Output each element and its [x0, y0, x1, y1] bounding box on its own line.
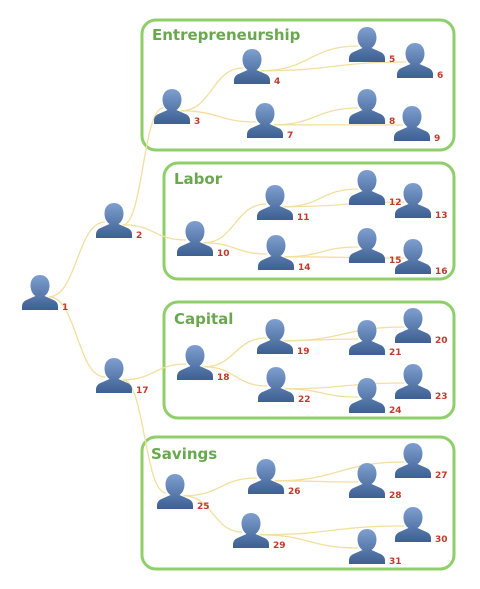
node-label: 6	[437, 71, 443, 81]
person-node-29: 29	[233, 513, 286, 551]
node-label: 18	[217, 373, 230, 383]
node-label: 11	[297, 213, 310, 223]
node-label: 27	[435, 471, 448, 481]
edge-26-27	[274, 461, 405, 482]
node-label: 21	[389, 348, 402, 358]
edge-22-23	[284, 382, 405, 390]
edge-17-18	[122, 363, 187, 381]
person-node-15: 15	[349, 228, 402, 266]
person-node-31: 31	[349, 529, 402, 567]
node-label: 20	[435, 336, 448, 346]
node-label: 8	[389, 117, 395, 127]
person-node-27: 27	[395, 443, 448, 481]
edge-10-14	[203, 242, 268, 255]
node-label: 31	[389, 557, 402, 567]
person-node-24: 24	[349, 378, 402, 416]
person-icon	[96, 203, 132, 238]
node-label: 1	[62, 303, 68, 313]
person-node-14: 14	[258, 235, 311, 273]
group-title-entrepreneurship: Entrepreneurship	[152, 26, 301, 44]
person-node-4: 4	[234, 49, 280, 87]
group-title-labor: Labor	[174, 170, 223, 188]
node-label: 28	[389, 491, 402, 501]
edge-11-13	[283, 201, 405, 208]
group-box-capital	[162, 300, 456, 420]
edge-3-4	[180, 67, 244, 112]
node-label: 5	[389, 55, 395, 65]
edge-3-7	[180, 110, 257, 123]
person-node-20: 20	[395, 308, 448, 346]
person-node-9: 9	[394, 106, 440, 144]
person-node-2: 2	[96, 203, 142, 241]
node-label: 22	[298, 395, 311, 405]
node-label: 15	[389, 256, 402, 266]
person-node-7: 7	[247, 103, 293, 141]
group-title-savings: Savings	[151, 445, 217, 463]
group-title-capital: Capital	[174, 310, 233, 328]
person-node-8: 8	[349, 89, 395, 127]
node-label: 16	[435, 267, 448, 277]
edge-18-22	[203, 366, 268, 387]
edge-4-5	[260, 45, 359, 72]
node-label: 3	[194, 117, 200, 127]
person-node-12: 12	[349, 170, 402, 208]
edge-29-31	[259, 534, 359, 549]
person-node-18: 18	[177, 345, 230, 383]
node-label: 9	[434, 134, 440, 144]
edge-19-21	[283, 338, 359, 342]
edge-2-3	[122, 107, 164, 226]
node-label: 4	[274, 77, 280, 87]
edge-10-11	[203, 203, 267, 244]
node-label: 26	[288, 487, 301, 497]
person-node-25: 25	[157, 474, 210, 512]
person-node-30: 30	[395, 507, 448, 545]
edge-4-6	[260, 61, 407, 72]
node-label: 13	[435, 211, 448, 221]
node-label: 2	[136, 231, 142, 241]
edge-18-19	[203, 337, 267, 368]
person-node-13: 13	[395, 183, 448, 221]
person-node-21: 21	[349, 320, 402, 358]
person-node-28: 28	[349, 463, 402, 501]
edge-25-26	[183, 477, 258, 497]
edge-1-17	[48, 296, 106, 378]
edge-22-24	[284, 388, 359, 398]
node-label: 30	[435, 535, 448, 545]
person-node-23: 23	[395, 364, 448, 402]
person-node-26: 26	[248, 459, 301, 497]
person-node-5: 5	[349, 27, 395, 65]
person-node-6: 6	[397, 43, 443, 81]
node-label: 10	[217, 249, 230, 259]
node-label: 25	[197, 502, 210, 512]
node-label: 19	[297, 347, 310, 357]
edge-25-29	[183, 495, 243, 533]
person-node-22: 22	[258, 367, 311, 405]
edge-26-28	[274, 480, 359, 483]
node-label: 14	[298, 263, 311, 273]
person-node-3: 3	[154, 89, 200, 127]
person-node-10: 10	[177, 221, 230, 259]
person-node-17: 17	[96, 358, 149, 396]
node-label: 29	[273, 541, 286, 551]
person-icon	[96, 358, 132, 393]
edge-29-30	[259, 525, 405, 536]
person-node-11: 11	[257, 185, 310, 223]
person-node-19: 19	[257, 319, 310, 357]
node-label: 17	[136, 386, 149, 396]
node-label: 7	[287, 131, 293, 141]
edge-14-16	[284, 256, 405, 259]
person-node-1: 1	[22, 275, 68, 313]
group-box-labor	[162, 161, 456, 281]
person-icon	[22, 275, 58, 310]
node-label: 12	[389, 198, 402, 208]
person-node-16: 16	[395, 239, 448, 277]
node-label: 23	[435, 392, 448, 402]
node-label: 24	[389, 406, 402, 416]
edge-1-2	[48, 221, 106, 298]
edge-2-10	[122, 224, 187, 241]
